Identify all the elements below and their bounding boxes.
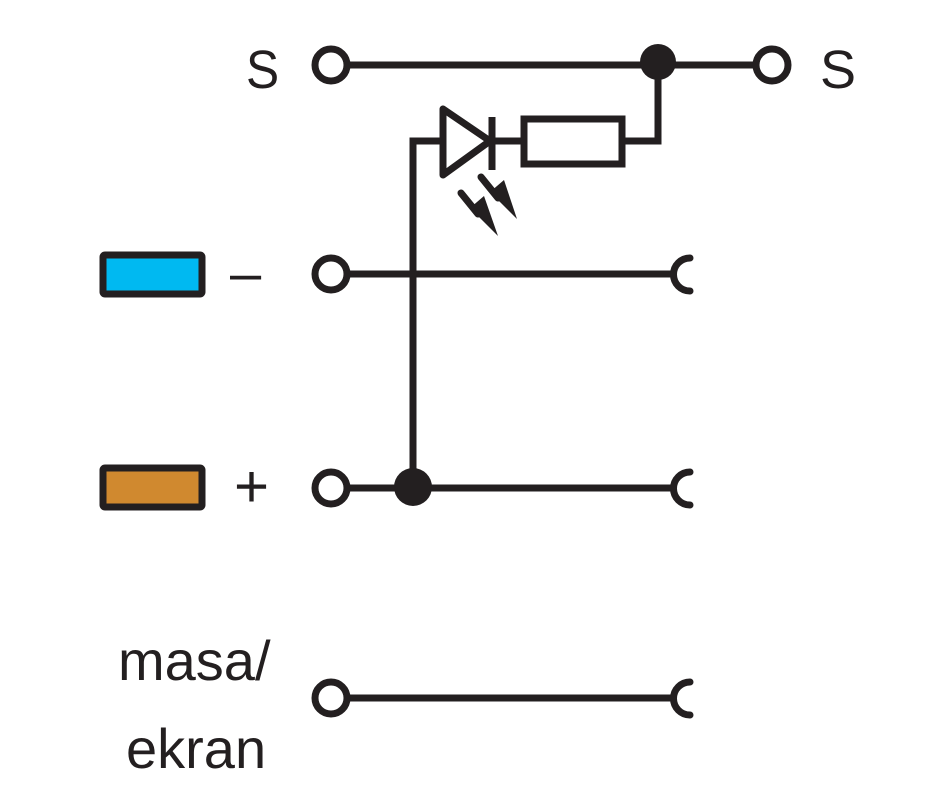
diode-icon [439, 105, 494, 179]
connector-plus [670, 468, 694, 509]
terminal-ground [311, 678, 351, 718]
label-plus: + [234, 453, 269, 520]
led-branch-wire [409, 137, 442, 487]
terminal-s-right [752, 45, 792, 85]
resistor-wire [622, 62, 662, 145]
connector-ground [670, 678, 694, 719]
terminal-minus [311, 254, 351, 294]
label-ground-line1: masa/ [118, 629, 271, 692]
junction-dot-plus [394, 468, 432, 506]
label-minus: – [230, 241, 262, 304]
label-s-left: S [246, 39, 279, 99]
label-s-right: S [820, 40, 856, 100]
minus-color-marker [99, 251, 206, 298]
connector-minus [670, 254, 694, 295]
terminal-plus [311, 468, 351, 508]
light-emission-arrows-icon [457, 173, 517, 236]
terminal-s-left [311, 45, 351, 85]
plus-color-marker [99, 464, 206, 511]
resistor-icon [520, 115, 626, 168]
label-ground-line2: ekran [126, 717, 266, 780]
